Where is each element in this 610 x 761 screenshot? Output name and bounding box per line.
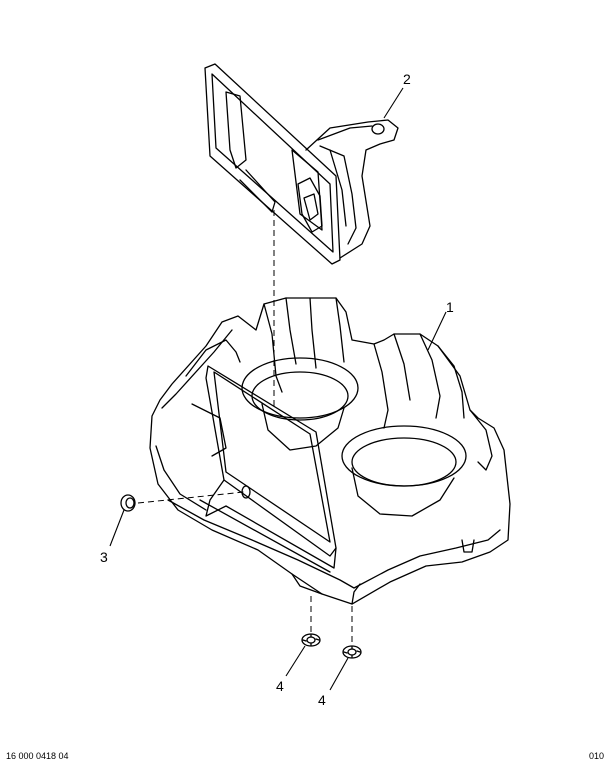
leader-lines <box>109 87 447 691</box>
leader-item4a <box>285 645 306 677</box>
washer-part-4-left <box>301 633 321 647</box>
callout-item-3: 3 <box>100 549 108 565</box>
callout-item-4-right: 4 <box>318 692 326 708</box>
bracket-part-2 <box>204 63 399 265</box>
assembly-lines <box>137 210 353 644</box>
grommet-part-3 <box>120 494 136 512</box>
callout-item-1: 1 <box>446 299 454 315</box>
leader-item2 <box>383 87 404 119</box>
leader-item1 <box>427 311 447 351</box>
callout-item-4-left: 4 <box>276 678 284 694</box>
washer-part-4-right <box>342 645 362 659</box>
leader-item4b <box>329 657 349 691</box>
callout-item-2: 2 <box>403 71 411 87</box>
assembly-line-grommet <box>137 491 245 504</box>
drawing-number: 16 000 0418 04 <box>6 751 69 761</box>
leader-item3 <box>109 509 125 547</box>
base-holder-part-1 <box>149 297 511 605</box>
page-code: 010 <box>588 751 604 761</box>
